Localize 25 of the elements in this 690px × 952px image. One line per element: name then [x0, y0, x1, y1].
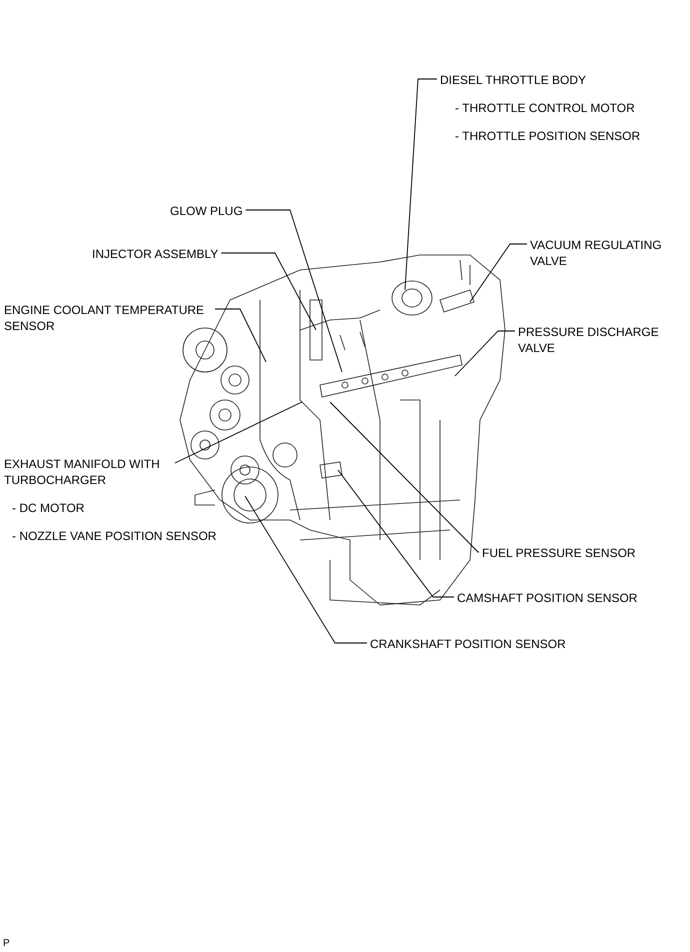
leader-line	[244, 496, 368, 644]
leader-line	[220, 252, 316, 330]
leader-line	[174, 402, 302, 464]
part-label: CRANKSHAFT POSITION SENSOR	[370, 636, 566, 652]
sub-item-label: - DC MOTOR	[12, 500, 84, 516]
leader-line	[245, 210, 342, 372]
leader-line	[330, 402, 480, 552]
leader-line	[470, 244, 528, 302]
sub-item-label: - NOZZLE VANE POSITION SENSOR	[12, 528, 216, 544]
page-code-label: P	[3, 937, 10, 951]
sub-item-label: - THROTTLE CONTROL MOTOR	[455, 100, 635, 116]
leader-line	[454, 330, 516, 376]
leader-line	[214, 308, 266, 362]
part-label: FUEL PRESSURE SENSOR	[482, 545, 636, 561]
part-label: PRESSURE DISCHARGE VALVE	[518, 324, 660, 356]
part-label: EXHAUST MANIFOLD WITH TURBOCHARGER	[4, 456, 161, 488]
part-label: VACUUM REGULATING VALVE	[530, 237, 663, 269]
leader-line	[404, 78, 438, 290]
leader-line	[338, 470, 454, 598]
part-label: GLOW PLUG	[170, 203, 243, 219]
part-label: INJECTOR ASSEMBLY	[92, 246, 218, 262]
part-label: ENGINE COOLANT TEMPERATURE SENSOR	[4, 302, 206, 334]
sub-item-label: - THROTTLE POSITION SENSOR	[455, 128, 640, 144]
part-label: CAMSHAFT POSITION SENSOR	[457, 590, 638, 606]
part-label: DIESEL THROTTLE BODY	[440, 72, 586, 88]
